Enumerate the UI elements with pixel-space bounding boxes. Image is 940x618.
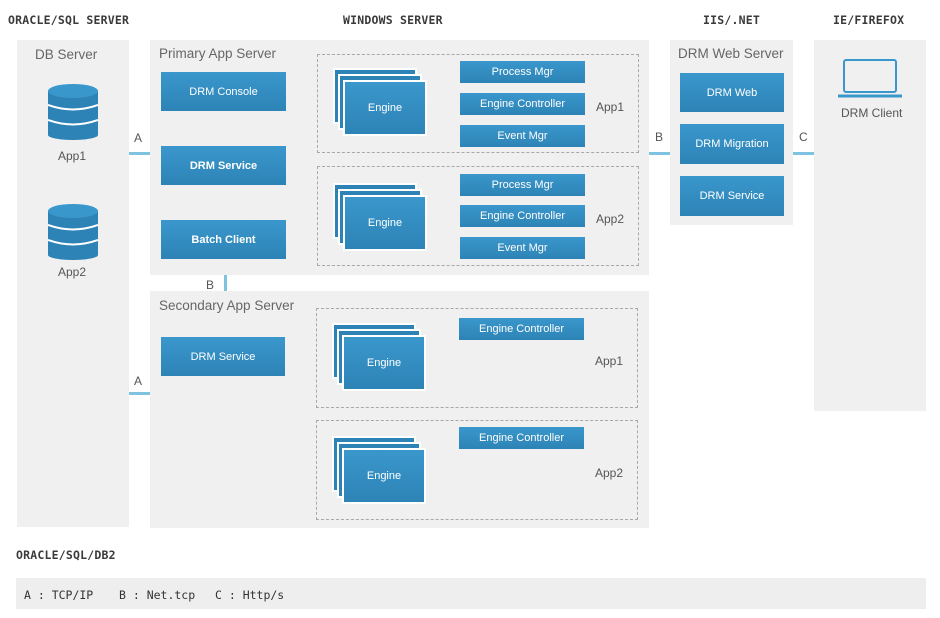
secondary-app2-label: App2 (595, 466, 624, 480)
db-server-title: DB Server (35, 47, 98, 62)
database-icon-app2 (48, 204, 98, 260)
drm-service-box-primary: DRM Service (161, 146, 286, 185)
connector-b-web-label: B (655, 130, 664, 144)
connector-a-primary (129, 152, 150, 155)
primary-app2-group (317, 166, 639, 266)
secondary-app-server-title: Secondary App Server (159, 298, 295, 313)
header-ie-firefox: IE/FIREFOX (833, 13, 905, 27)
connector-a-primary-label: A (134, 131, 143, 145)
header-iis-net: IIS/.NET (703, 13, 760, 27)
connector-a-secondary (129, 392, 150, 395)
event-mgr-box-primary-app2: Event Mgr (460, 237, 585, 259)
engine-box-secondary-app1: Engine (342, 335, 426, 391)
process-mgr-box-primary-app2: Process Mgr (460, 174, 585, 196)
primary-app-server-title: Primary App Server (159, 46, 277, 61)
engine-controller-box-primary-app2: Engine Controller (460, 205, 585, 227)
legend-item-c: C : Http/s (215, 588, 285, 602)
drm-web-server-title: DRM Web Server (678, 46, 784, 61)
connector-b-web (649, 152, 670, 155)
engine-box-secondary-app2: Engine (342, 448, 426, 504)
connector-b-vertical (224, 275, 227, 291)
connector-c (793, 152, 814, 155)
primary-app1-label: App1 (596, 100, 625, 114)
legend-bar (16, 578, 926, 609)
engine-box-primary-app1: Engine (343, 80, 427, 136)
client-panel (814, 40, 926, 411)
footer-oracle-sql-db2: ORACLE/SQL/DB2 (16, 548, 116, 562)
header-windows-server: WINDOWS SERVER (343, 13, 443, 27)
secondary-app2-group (316, 420, 638, 520)
database-icon-app1 (48, 84, 98, 140)
drm-migration-box: DRM Migration (680, 124, 784, 164)
header-oracle-sql-server: ORACLE/SQL SERVER (8, 13, 130, 27)
drm-service-box-secondary: DRM Service (161, 337, 285, 376)
primary-app2-label: App2 (596, 212, 625, 226)
engine-controller-box-secondary-app2: Engine Controller (459, 427, 584, 449)
drm-web-box: DRM Web (680, 73, 784, 112)
secondary-app1-label: App1 (595, 354, 624, 368)
db-app2-label: App2 (58, 265, 87, 279)
secondary-app1-group (316, 308, 638, 408)
engine-box-primary-app2: Engine (343, 195, 427, 251)
drm-client-label: DRM Client (841, 106, 903, 120)
laptop-icon (838, 59, 902, 98)
legend-item-b: B : Net.tcp (119, 588, 196, 602)
batch-client-box: Batch Client (161, 220, 286, 259)
legend-item-a: A : TCP/IP (24, 588, 94, 602)
drm-service-box-web: DRM Service (680, 176, 784, 216)
connector-a-secondary-label: A (134, 374, 143, 388)
db-app1-label: App1 (58, 149, 87, 163)
event-mgr-box-primary-app1: Event Mgr (460, 125, 585, 147)
connector-c-label: C (799, 130, 808, 144)
engine-controller-box-primary-app1: Engine Controller (460, 93, 585, 115)
connector-b-vertical-label: B (206, 278, 215, 292)
primary-app1-group (317, 54, 639, 153)
process-mgr-box-primary-app1: Process Mgr (460, 61, 585, 83)
engine-controller-box-secondary-app1: Engine Controller (459, 318, 584, 340)
drm-console-box: DRM Console (161, 72, 286, 111)
